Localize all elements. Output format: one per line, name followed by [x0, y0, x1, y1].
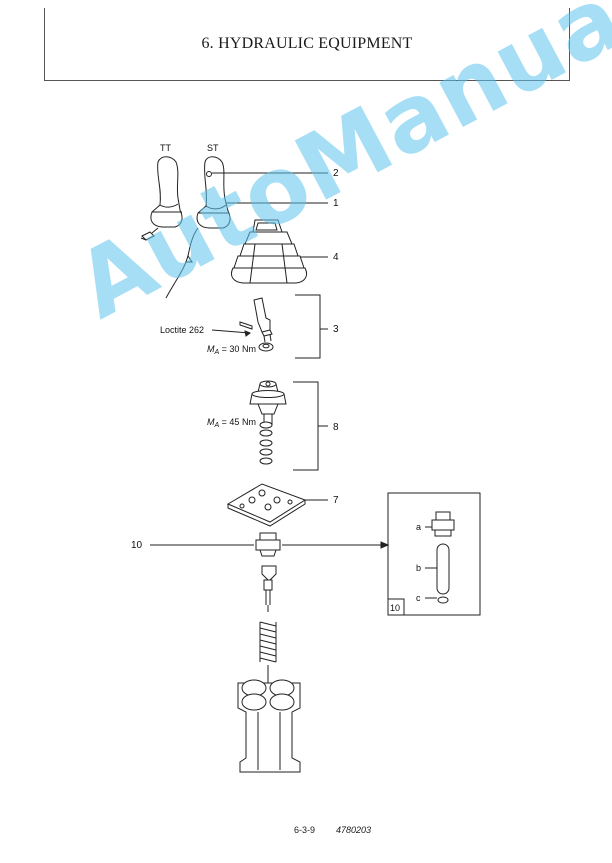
callout-10: 10 — [131, 540, 143, 551]
callout-1: 1 — [333, 198, 339, 209]
header-box: 6. HYDRAULIC EQUIPMENT — [44, 8, 570, 81]
page-title: 6. HYDRAULIC EQUIPMENT — [201, 35, 413, 52]
callout-7: 7 — [333, 495, 339, 506]
callout-8: 8 — [333, 422, 339, 433]
grip-st — [165, 156, 231, 299]
rubber-boot — [230, 219, 308, 284]
detail-label-b: b — [416, 563, 421, 573]
callout-4: 4 — [333, 252, 339, 263]
part-8-group — [249, 380, 328, 471]
page-number: 6-3-9 — [294, 825, 316, 835]
detail-box-number: 10 — [390, 603, 400, 613]
grip-tt — [140, 156, 183, 241]
part-3-group — [211, 294, 328, 359]
mounting-plate — [226, 483, 328, 527]
detail-label-a: a — [416, 522, 421, 532]
detail-box — [387, 492, 481, 616]
callout-2: 2 — [333, 168, 339, 179]
torque-30-label: MA = 30 Nm — [207, 344, 256, 356]
document-number: 4780203 — [336, 825, 372, 835]
torque-45-label: MA = 45 Nm — [207, 417, 256, 429]
valve-cartridge — [150, 532, 390, 557]
spring — [259, 621, 277, 690]
label-tt: TT — [160, 143, 171, 153]
spring-seat-rod — [261, 565, 277, 612]
valve-housing — [237, 679, 301, 773]
loctite-note: Loctite 262 — [160, 325, 204, 335]
callout-3: 3 — [333, 324, 339, 335]
detail-label-c: c — [416, 593, 421, 603]
label-st: ST — [207, 143, 219, 153]
